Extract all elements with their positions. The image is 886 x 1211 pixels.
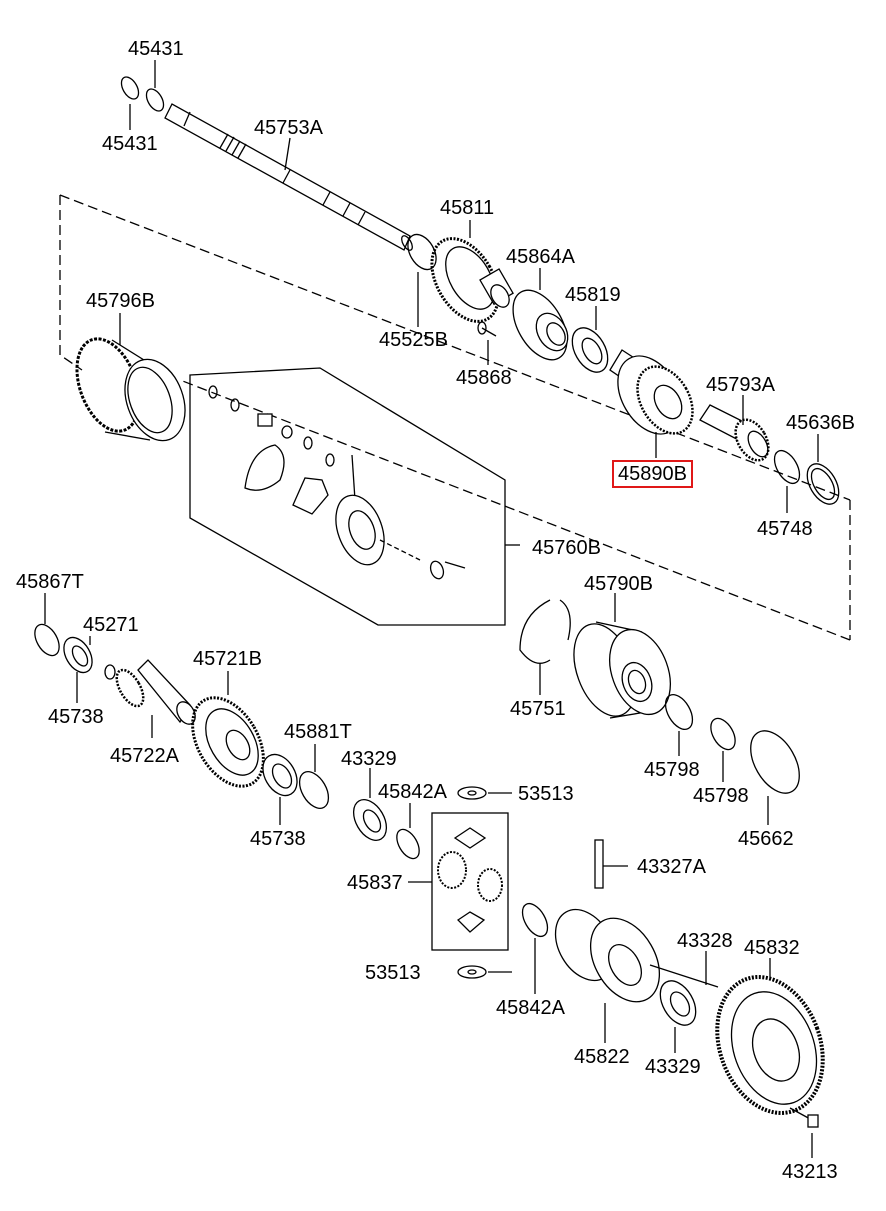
pinion-45722A — [115, 659, 196, 725]
part-label-45738-left: 45738 — [48, 706, 104, 728]
bearing-43329a — [352, 799, 388, 841]
part-label-43327A: 43327A — [637, 856, 706, 878]
part-label-45751: 45751 — [510, 698, 566, 720]
ring-45525B — [407, 233, 437, 271]
case-45822 — [554, 908, 719, 1003]
part-label-45798-a: 45798 — [644, 759, 700, 781]
ring-45867T — [34, 623, 60, 657]
part-label-45722A: 45722A — [110, 745, 179, 767]
part-label-45867T: 45867T — [16, 571, 84, 593]
snap-ring-45751 — [519, 599, 571, 664]
washer-45842Ab — [521, 902, 549, 938]
part-label-45738-lower: 45738 — [250, 828, 306, 850]
ring-45798a — [664, 694, 694, 730]
subassembly-box-45760B — [189, 367, 506, 626]
part-label-45822: 45822 — [574, 1046, 630, 1068]
part-label-45842A-lower: 45842A — [496, 997, 565, 1019]
part-label-45890B-highlighted[interactable]: 45890B — [612, 460, 693, 488]
bolt-43213 — [789, 1107, 819, 1128]
ring-45748 — [773, 449, 801, 485]
part-label-45636B: 45636B — [786, 412, 855, 434]
bearing-43329b — [659, 980, 697, 1026]
washer-45842Aa — [396, 828, 420, 860]
part-label-45819: 45819 — [565, 284, 621, 306]
drum-45796B — [75, 337, 186, 442]
gearset-45837 — [437, 827, 503, 933]
assembly-outline — [59, 194, 851, 501]
part-label-45811: 45811 — [440, 197, 495, 219]
shaft-45753A — [164, 103, 413, 251]
part-label-45832: 45832 — [744, 937, 800, 959]
part-label-45721B: 45721B — [193, 648, 262, 670]
part-label-45662: 45662 — [738, 828, 794, 850]
bearing-45819 — [571, 327, 609, 373]
gear-45832 — [715, 975, 825, 1115]
ring-45881T — [298, 771, 330, 809]
part-label-45864A: 45864A — [506, 246, 575, 268]
flange-45864A — [512, 289, 569, 361]
ring-45636B — [806, 463, 840, 505]
subassembly-parts-45760B — [208, 385, 466, 580]
part-label-45793A: 45793A — [706, 374, 775, 396]
ring-45662 — [750, 730, 800, 794]
pin-45271 — [104, 664, 116, 680]
part-label-45748: 45748 — [757, 518, 813, 540]
part-label-45796B: 45796B — [86, 290, 155, 312]
part-label-45837: 45837 — [347, 872, 403, 894]
shaft-gear-45793A — [699, 404, 770, 462]
part-label-45760B: 45760B — [532, 537, 601, 559]
part-label-45431-bottom: 45431 — [102, 133, 158, 155]
ring-45798b — [710, 717, 736, 751]
part-label-45790B: 45790B — [584, 573, 653, 595]
part-label-45842A-upper: 45842A — [378, 781, 447, 803]
assembly-outline — [179, 379, 851, 641]
part-label-43213: 43213 — [782, 1161, 838, 1183]
drum-45790B — [573, 621, 671, 719]
part-label-45753A: 45753A — [254, 117, 323, 139]
carrier-45890B — [609, 349, 694, 435]
part-label-43329-upper: 43329 — [341, 748, 397, 770]
bearing-45738a — [63, 636, 93, 674]
part-label-45868: 45868 — [456, 367, 512, 389]
part-label-45271: 45271 — [83, 614, 139, 636]
assembly-outline — [59, 195, 83, 371]
part-label-45431-top: 45431 — [128, 38, 184, 60]
snap-ring-45431 — [120, 76, 165, 112]
washer-53513a — [457, 786, 487, 800]
washer-53513b — [457, 965, 487, 979]
bearing-45738b — [262, 753, 298, 797]
gear-45811 — [430, 237, 514, 323]
pin-43327A — [594, 839, 604, 889]
part-label-43329-lower: 43329 — [645, 1056, 701, 1078]
part-label-43328: 43328 — [677, 930, 733, 952]
part-label-45525B: 45525B — [379, 329, 448, 351]
part-label-53513-lower: 53513 — [365, 962, 421, 984]
part-label-45881T: 45881T — [284, 721, 352, 743]
part-label-53513-upper: 53513 — [518, 783, 574, 805]
bolt-45868 — [477, 321, 497, 337]
gear-45721B — [191, 696, 265, 788]
leader-lines — [44, 60, 819, 1158]
part-label-45798-b: 45798 — [693, 785, 749, 807]
